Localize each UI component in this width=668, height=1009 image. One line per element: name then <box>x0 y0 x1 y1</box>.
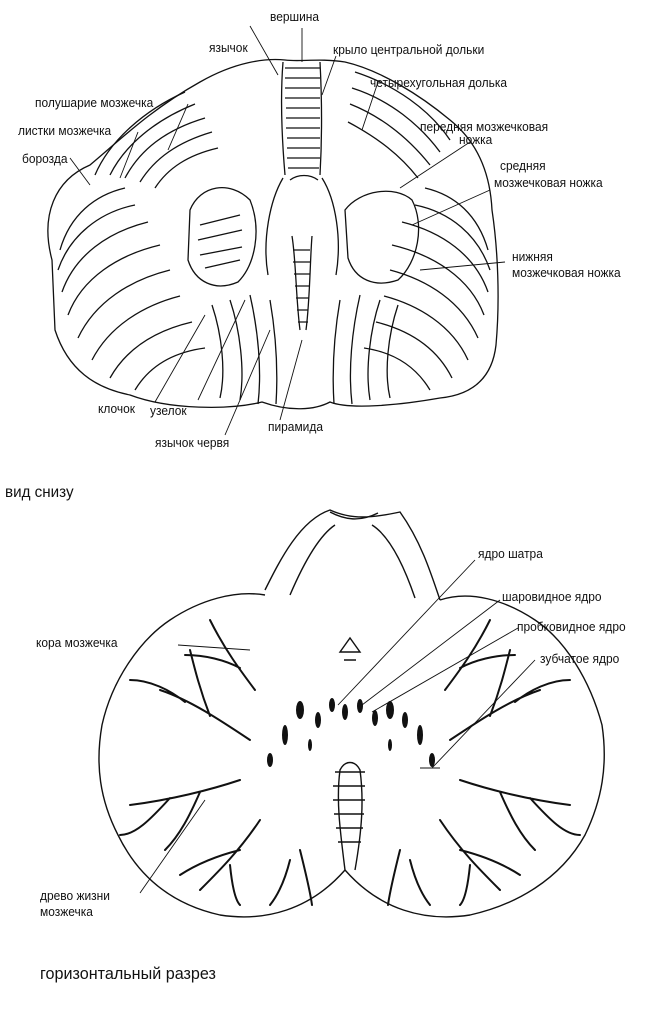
label-nizhnyaya-line2: мозжечковая ножка <box>512 266 621 280</box>
label-chetyrekhugolnaya: четырехугольная долька <box>370 76 507 90</box>
label-perednyaya-line2: ножка <box>459 133 492 147</box>
label-zubchatoe: зубчатое ядро <box>540 652 619 666</box>
label-klochok: клочок <box>98 402 135 416</box>
caption-horizontal-section: горизонтальный разрез <box>40 964 216 984</box>
label-probkovidnoe: пробковидное ядро <box>517 620 626 634</box>
label-listki: листки мозжечка <box>18 124 111 138</box>
caption-inferior-view: вид снизу <box>5 484 74 502</box>
label-srednyaya-line2: мозжечковая ножка <box>494 176 603 190</box>
label-yazychok-chervya: язычок червя <box>155 436 229 450</box>
label-yadro-shatra: ядро шатра <box>478 547 543 561</box>
label-uzelok: узелок <box>150 404 187 418</box>
label-srednyaya-line1: средняя <box>500 159 546 173</box>
label-polusharie: полушарие мозжечка <box>35 96 153 110</box>
label-piramida: пирамида <box>268 420 323 434</box>
label-sharovidnoe: шаровидное ядро <box>502 590 602 604</box>
label-yazychok: язычок <box>209 41 248 55</box>
label-vershina: вершина <box>270 10 319 24</box>
label-nizhnyaya-line1: нижняя <box>512 250 553 264</box>
label-kora: кора мозжечка <box>36 636 118 650</box>
label-krylo: крыло центральной дольки <box>333 43 484 57</box>
label-borozda: борозда <box>22 152 68 166</box>
label-drevo-line2: мозжечка <box>40 905 93 919</box>
label-drevo-line1: древо жизни <box>40 889 110 903</box>
